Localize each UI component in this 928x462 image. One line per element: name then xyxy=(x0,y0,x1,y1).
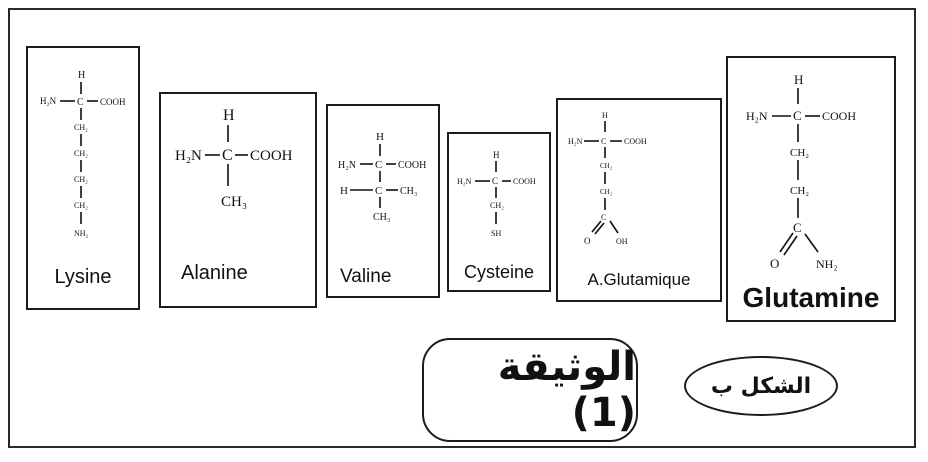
glutamic-acid-carbonyl-o: O xyxy=(584,236,591,246)
lysine-carboxyl: COOH xyxy=(100,97,126,107)
glutamic-acid-amine: H₂N xyxy=(568,137,583,146)
lysine-structure: H H₂N C COOH CH₂ CH₂ CH₂ CH₂ NH₂ xyxy=(40,70,126,238)
alanine-amine: H₂N xyxy=(175,148,202,164)
glutamic-acid-hydroxyl: OH xyxy=(616,237,628,246)
cysteine-structure: H H₂N C COOH CH₂ SH xyxy=(457,150,536,238)
valine-name: Valine xyxy=(340,266,392,287)
cysteine-amine: H₂N xyxy=(457,177,472,186)
alanine-carboxyl: COOH xyxy=(250,148,293,164)
alanine-alpha-carbon: C xyxy=(222,147,233,164)
lysine-side-1: CH₂ xyxy=(74,123,88,132)
glutamine-side-1: CH₂ xyxy=(790,147,809,159)
alanine-name: Alanine xyxy=(181,262,248,284)
lysine-side-4: CH₂ xyxy=(74,201,88,210)
glutamine-amide: NH₂ xyxy=(816,257,838,271)
glutamic-acid-structure: H H₂N C COOH CH₂ CH₂ C O OH xyxy=(568,111,647,246)
alanine-h: H xyxy=(223,107,235,124)
alanine-card: H H₂N C COOH CH₃ Alanine xyxy=(159,92,317,308)
lysine-card: H H₂N C COOH CH₂ CH₂ CH₂ CH₂ NH₂ Lysine xyxy=(26,46,140,310)
glutamine-alpha-carbon: C xyxy=(793,108,802,123)
glutamine-h: H xyxy=(794,72,803,87)
glutamine-card: H H₂N C COOH CH₂ CH₂ C O NH₂ Glutamine xyxy=(726,56,896,322)
cysteine-name: Cysteine xyxy=(463,262,535,282)
valine-structure: H H₂N C COOH H C CH₃ CH₃ xyxy=(338,131,426,223)
cysteine-side-2: SH xyxy=(491,229,501,238)
glutamic-acid-carboxyl: COOH xyxy=(624,137,647,146)
valine-branch-down: CH₃ xyxy=(373,212,390,223)
lysine-h: H xyxy=(78,70,85,81)
lysine-side-2: CH₂ xyxy=(74,149,88,158)
glutamine-amine: H₂N xyxy=(746,109,768,123)
glutamic-acid-side-1: CH₂ xyxy=(600,162,613,170)
valine-carboxyl: COOH xyxy=(398,160,426,171)
figure-label: الشكل ب xyxy=(684,356,838,416)
glutamine-carboxyl: COOH xyxy=(822,109,856,123)
lysine-side-3: CH₂ xyxy=(74,175,88,184)
cysteine-h: H xyxy=(493,150,500,160)
cysteine-side-1: CH₂ xyxy=(490,201,504,210)
glutamine-side-2: CH₂ xyxy=(790,185,809,197)
alanine-structure: H H₂N C COOH CH₃ xyxy=(175,107,293,210)
valine-branch-right: CH₃ xyxy=(400,186,417,197)
alanine-side-1: CH₃ xyxy=(221,194,247,210)
glutamine-terminal-carbon: C xyxy=(793,220,802,235)
glutamic-acid-h: H xyxy=(602,111,608,120)
valine-beta-carbon: C xyxy=(375,185,382,197)
glutamic-acid-alpha-carbon: C xyxy=(601,137,606,146)
glutamic-acid-side-2: CH₂ xyxy=(600,188,613,196)
glutamine-structure: H H₂N C COOH CH₂ CH₂ C O NH₂ xyxy=(746,72,856,271)
lysine-name: Lysine xyxy=(54,266,112,288)
valine-alpha-carbon: C xyxy=(375,159,382,171)
valine-branch-h: H xyxy=(340,185,348,197)
glutamic-acid-terminal-carbon: C xyxy=(601,213,606,222)
cysteine-card: H H₂N C COOH CH₂ SH Cysteine xyxy=(447,132,551,292)
document-label: الوثيقة (1) xyxy=(422,338,638,442)
valine-card: H H₂N C COOH H C CH₃ CH₃ Valine xyxy=(326,104,440,298)
cysteine-carboxyl: COOH xyxy=(513,177,536,186)
glutamine-name: Glutamine xyxy=(742,282,880,313)
glutamic-acid-card: H H₂N C COOH CH₂ CH₂ C O OH A.Glutamique xyxy=(556,98,722,302)
valine-h: H xyxy=(376,131,384,143)
glutamic-acid-name: A.Glutamique xyxy=(587,270,691,289)
valine-amine: H₂N xyxy=(338,160,356,171)
lysine-amine: H₂N xyxy=(40,96,57,106)
lysine-alpha-carbon: C xyxy=(77,97,84,108)
glutamine-carbonyl-o: O xyxy=(770,256,779,271)
lysine-side-5: NH₂ xyxy=(74,229,89,238)
cysteine-alpha-carbon: C xyxy=(492,176,498,186)
